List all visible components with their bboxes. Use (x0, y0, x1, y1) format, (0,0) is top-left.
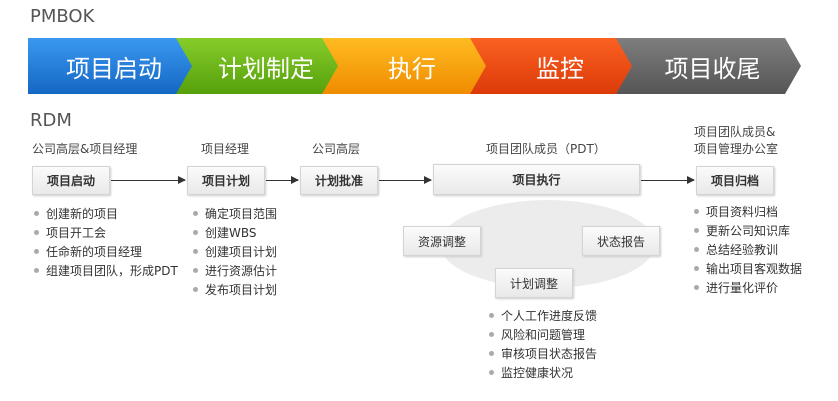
list-item: 更新公司知识库 (692, 222, 802, 241)
initiation-list: 创建新的项目 项目开工会 任命新的项目经理 组建项目团队，形成PDT (32, 205, 178, 281)
list-item: 进行资源估计 (191, 262, 277, 281)
planning-list: 确定项目范围 创建WBS 创建项目计划 进行资源估计 发布项目计划 (191, 205, 277, 300)
role-label: 公司高层 (312, 142, 361, 156)
role-label: 公司高层&项目经理 (32, 142, 138, 156)
list-item: 进行量化评价 (692, 279, 802, 298)
list-item: 审核项目状态报告 (487, 345, 597, 364)
rdm-title: RDM (30, 110, 72, 131)
stage-box-initiation: 项目启动 (32, 166, 110, 195)
phase-execution: 执行 (322, 38, 494, 94)
list-item: 个人工作进度反馈 (487, 307, 597, 326)
role-label: 项目经理 (201, 142, 250, 156)
list-item: 发布项目计划 (191, 281, 277, 300)
role-label: 项目团队成员（PDT） (486, 142, 606, 156)
role-label: 项目团队成员& (694, 125, 776, 139)
list-item: 组建项目团队，形成PDT (32, 262, 178, 281)
arrow-icon (266, 176, 299, 184)
list-item: 监控健康状况 (487, 364, 597, 383)
list-item: 总结经验教训 (692, 241, 802, 260)
cycle-resource-adjust: 资源调整 (403, 226, 481, 256)
cycle-plan-adjust: 计划调整 (495, 268, 573, 298)
arrow-icon (111, 176, 186, 184)
phase-planning: 计划制定 (176, 38, 348, 94)
role-label: 项目管理办公室 (694, 142, 779, 156)
arrow-icon (641, 176, 695, 184)
archive-list: 项目资料归档 更新公司知识库 总结经验教训 输出项目客观数据 进行量化评价 (692, 203, 802, 298)
list-item: 创建项目计划 (191, 243, 277, 262)
stage-box-planning: 项目计划 (187, 166, 265, 195)
list-item: 风险和问题管理 (487, 326, 597, 345)
stage-box-approval: 计划批准 (300, 166, 378, 195)
stage-box-archive: 项目归档 (696, 166, 774, 195)
list-item: 任命新的项目经理 (32, 243, 178, 262)
pmbok-title: PMBOK (30, 6, 95, 27)
cycle-status-report: 状态报告 (582, 226, 660, 256)
phase-closing: 项目收尾 (616, 38, 801, 94)
list-item: 创建WBS (191, 224, 277, 243)
phase-initiation: 项目启动 (28, 38, 200, 94)
list-item: 确定项目范围 (191, 205, 277, 224)
phase-monitoring: 监控 (470, 38, 642, 94)
list-item: 输出项目客观数据 (692, 260, 802, 279)
stage-box-execution: 项目执行 (433, 164, 640, 195)
list-item: 创建新的项目 (32, 205, 178, 224)
list-item: 项目资料归档 (692, 203, 802, 222)
list-item: 项目开工会 (32, 224, 178, 243)
execution-list: 个人工作进度反馈 风险和问题管理 审核项目状态报告 监控健康状况 (487, 307, 597, 383)
arrow-icon (379, 176, 432, 184)
